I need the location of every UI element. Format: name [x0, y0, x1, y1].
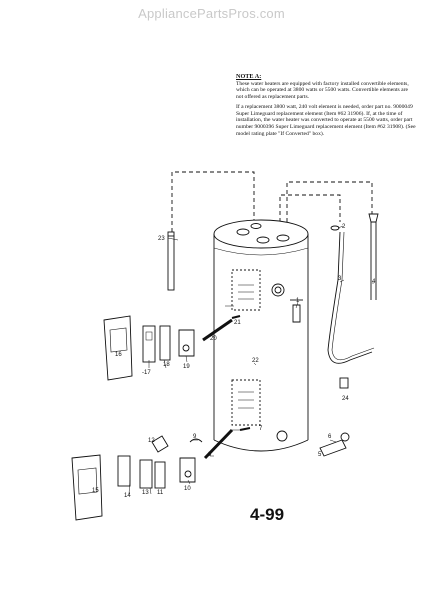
upper-insulation [159, 325, 171, 361]
watermark: AppliancePartsPros.com [138, 6, 285, 21]
lower-access-panel [231, 379, 261, 426]
note-a: NOTE A: These water heaters are equipped… [236, 73, 416, 140]
callout-14: 14 [124, 493, 131, 499]
note-paragraph-1: These water heaters are equipped with fa… [236, 80, 409, 101]
relief-valve-opening [271, 283, 285, 297]
lower-thermostat [117, 455, 131, 487]
callout-8: 8 [208, 452, 212, 458]
upper-cover [103, 315, 133, 381]
page-number: 4-99 [250, 505, 285, 524]
note-heading: NOTE A: [236, 73, 262, 80]
callout-1: 1 [296, 298, 300, 304]
callout-7: 7 [259, 426, 263, 432]
element-gasket [189, 438, 203, 443]
flex-hose [327, 231, 373, 364]
callout-3: 3 [338, 276, 342, 282]
dashed-leader-mid [279, 194, 341, 222]
drain-valve [319, 439, 347, 457]
upper-element [202, 318, 233, 342]
callout-15: 15 [92, 488, 99, 494]
heat-trap [330, 225, 340, 231]
relief-valve [292, 304, 301, 323]
callout-labels: 1 2 3 4 5 6 7 8 9 10 11 12 13 14 15 16 -… [92, 224, 376, 499]
upper-bracket [178, 329, 195, 357]
lower-bracket [179, 457, 196, 483]
callout-5: 5 [318, 452, 322, 458]
note-paragraph-2: If a replacement 3800 watt, 240 volt ele… [236, 103, 416, 137]
callout-4: 4 [372, 279, 376, 285]
callout-12: 12 [148, 438, 155, 444]
fitting [339, 377, 349, 389]
upper-access-panel [231, 269, 261, 311]
callout-19: 19 [183, 364, 190, 370]
upper-thermostat-group [103, 315, 195, 381]
tank-body [213, 219, 309, 452]
lower-clip [151, 435, 169, 453]
upper-thermostat [142, 325, 156, 363]
callout-22: 22 [252, 358, 259, 364]
lower-cover [71, 454, 103, 521]
lower-thermostat-group [71, 435, 203, 521]
anode-rod [167, 231, 175, 291]
callout-10: 10 [184, 486, 191, 492]
callout-23: 23 [158, 236, 165, 242]
callout-6: 6 [328, 434, 332, 440]
callout-2: 2 [342, 224, 346, 230]
callout-16: 16 [115, 352, 122, 358]
callout-20: 20 [210, 336, 217, 342]
callout-21: 21 [234, 320, 241, 326]
callout-24: 24 [342, 396, 349, 402]
dashed-leader-left [171, 171, 255, 232]
callout-18: 18 [163, 362, 170, 368]
drain-opening [276, 430, 288, 442]
callout-9: 9 [193, 434, 197, 440]
callout-13: 13 [142, 490, 149, 496]
lower-element [203, 428, 234, 460]
callout-11: 11 [157, 490, 164, 496]
callout-17: -17 [142, 370, 151, 376]
dashed-leader-right [286, 181, 373, 222]
